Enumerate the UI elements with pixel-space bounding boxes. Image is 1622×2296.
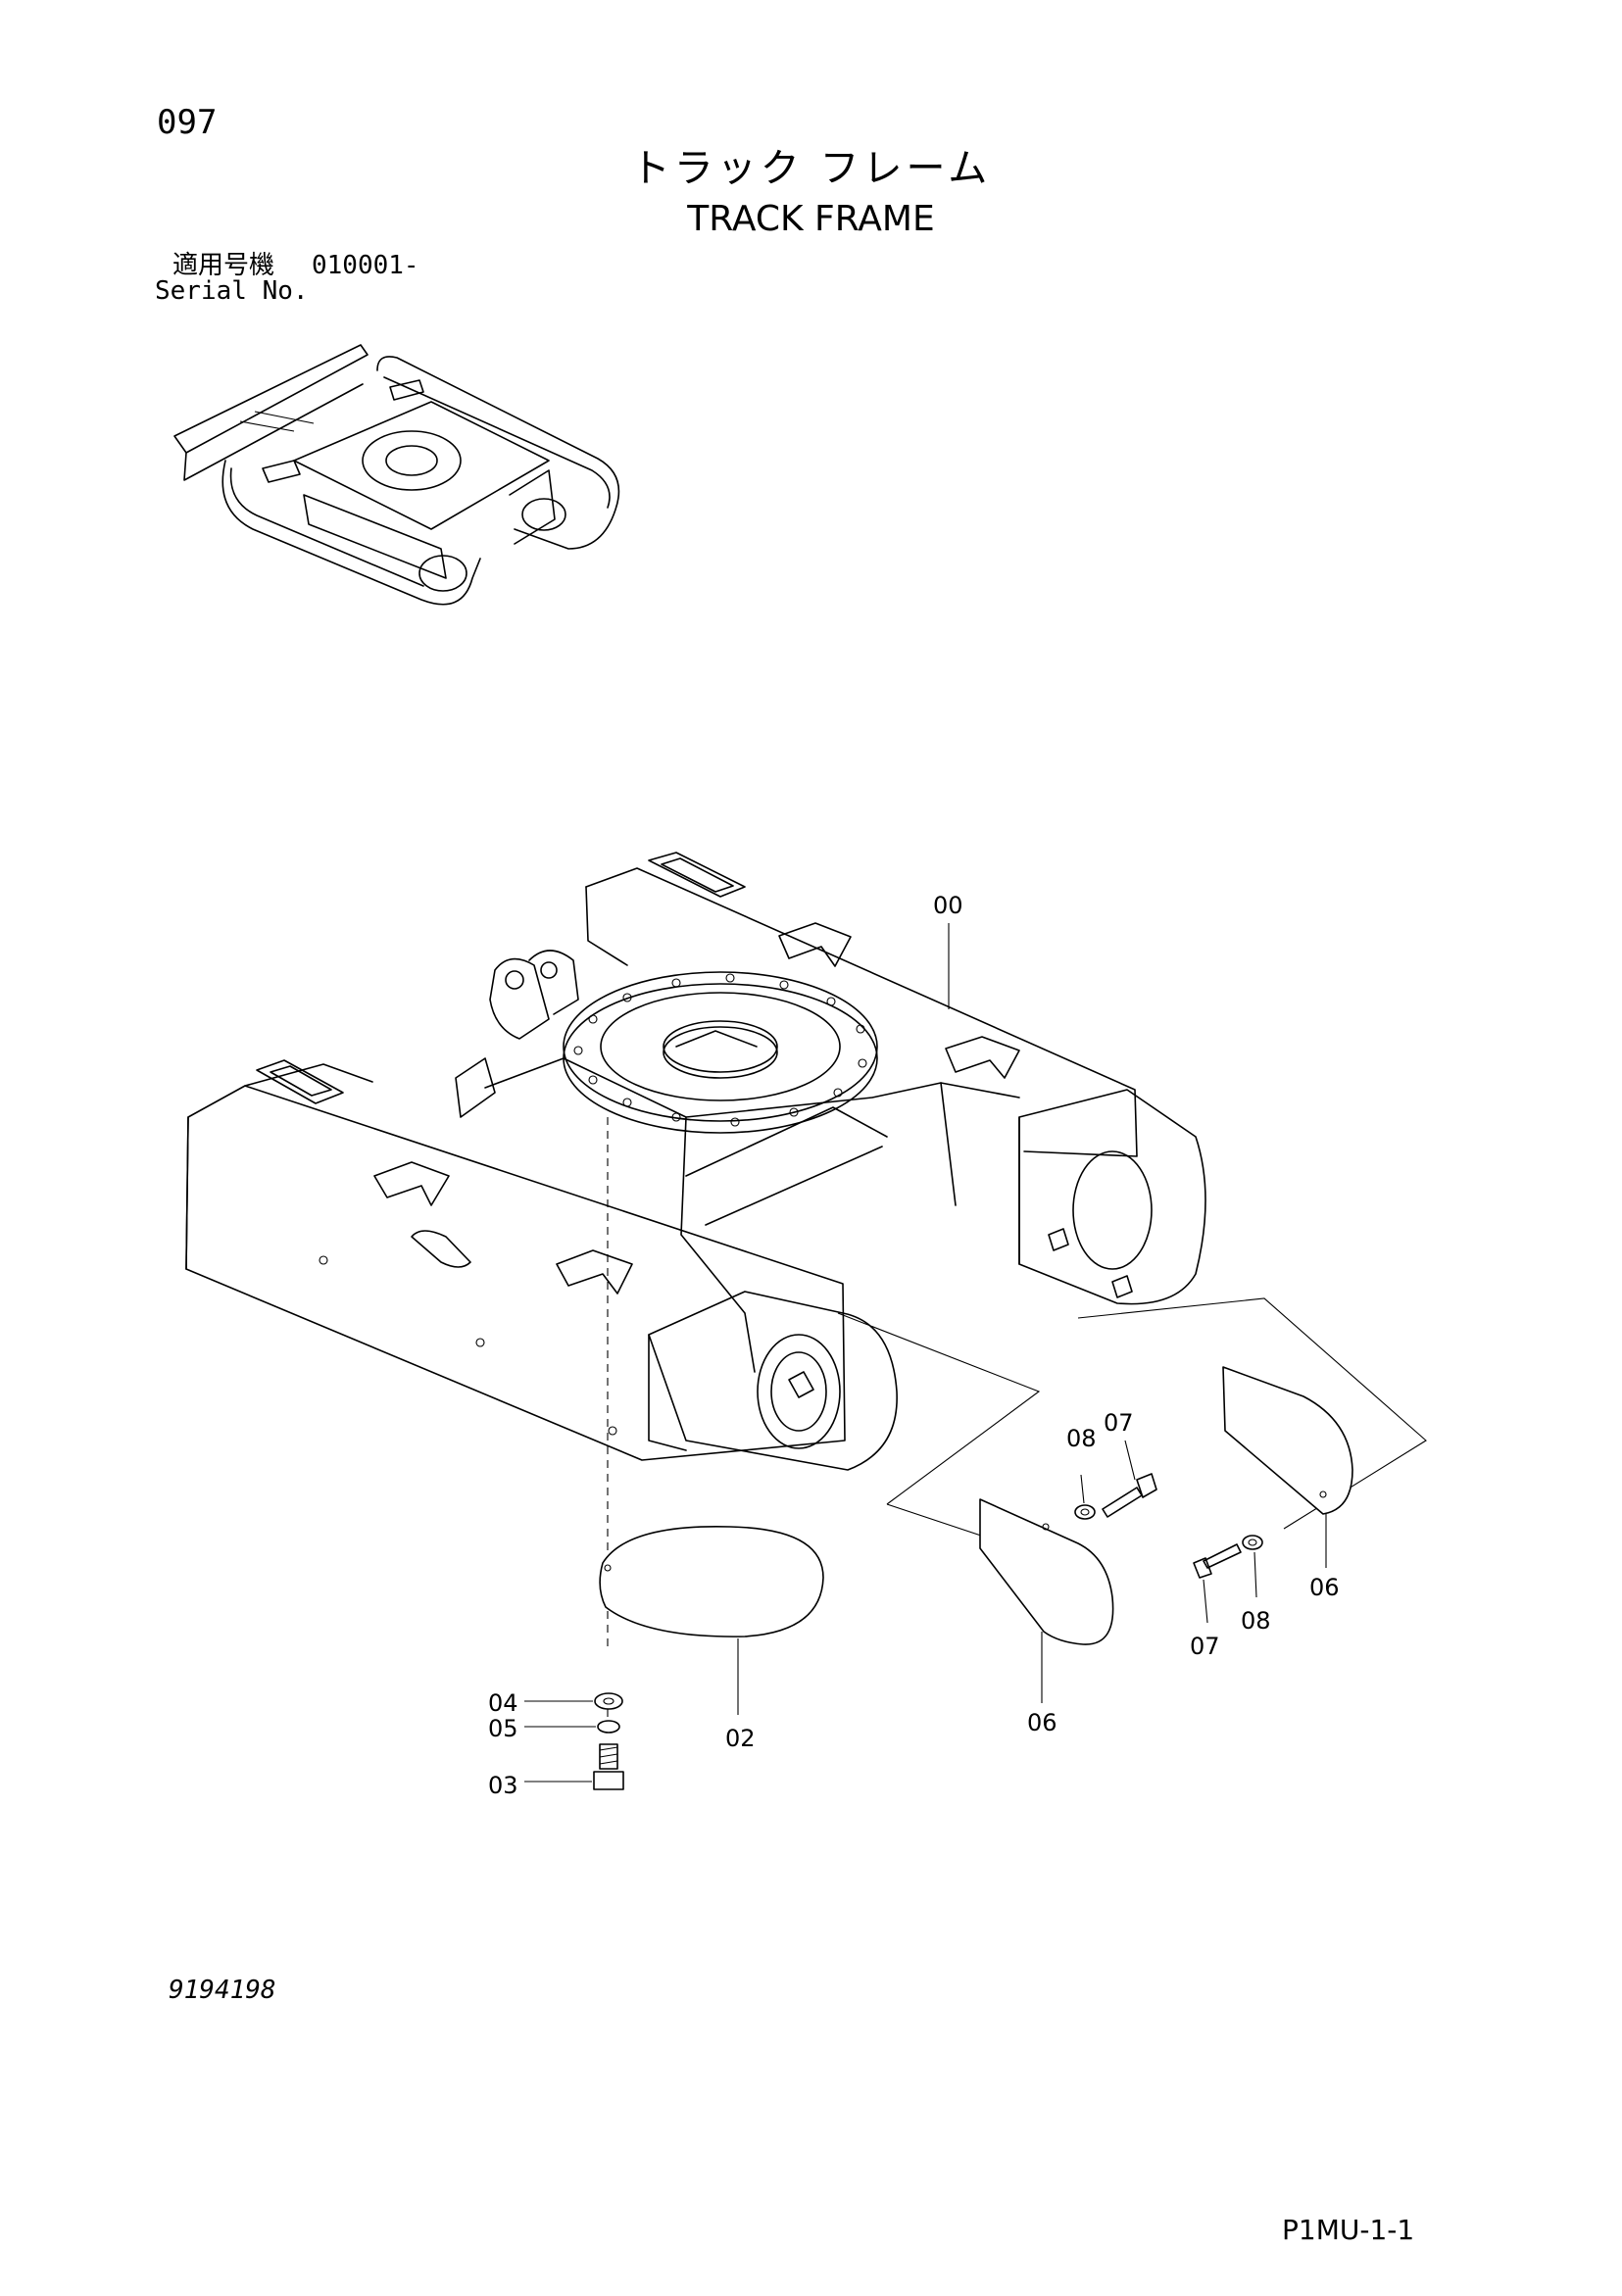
callout-08-upper: 08 xyxy=(1066,1425,1097,1452)
part-08-washer-lower xyxy=(1242,1535,1263,1550)
part-07-bolt-upper xyxy=(1102,1473,1157,1518)
part-04-washer xyxy=(594,1692,623,1710)
part-05-lock-washer xyxy=(597,1720,620,1734)
callout-leaders xyxy=(524,923,1327,1783)
serial-label-jp: 適用号機 xyxy=(172,251,275,280)
callout-02: 02 xyxy=(725,1725,756,1752)
serial-range: 010001- xyxy=(312,251,419,280)
drawing-number: 9194198 xyxy=(169,1976,276,2005)
track-frame-main xyxy=(185,852,1206,1471)
page-title-en: TRACK FRAME xyxy=(687,199,935,239)
callout-07-lower: 07 xyxy=(1190,1633,1220,1660)
callout-06-left: 06 xyxy=(1027,1709,1057,1736)
part-03-bolt xyxy=(593,1743,624,1790)
serial-label-en: Serial No. xyxy=(155,276,309,306)
callout-00: 00 xyxy=(933,892,963,919)
callout-08-lower: 08 xyxy=(1241,1607,1271,1635)
part-06-side-plate-left xyxy=(979,1498,1114,1645)
part-08-washer-upper xyxy=(1074,1504,1096,1520)
page-code: P1MU-1-1 xyxy=(1282,2214,1415,2246)
callout-04: 04 xyxy=(488,1689,518,1717)
callout-05: 05 xyxy=(488,1715,518,1742)
callout-07-upper: 07 xyxy=(1104,1409,1134,1437)
part-07-bolt-lower xyxy=(1193,1543,1242,1579)
callout-06-right: 06 xyxy=(1309,1574,1340,1601)
part-02-cover-plate xyxy=(599,1525,824,1637)
overview-thumbnail xyxy=(173,344,620,606)
page-number: 097 xyxy=(157,103,218,142)
part-06-side-plate-right xyxy=(1222,1366,1353,1515)
page-title-jp: トラック フレーム xyxy=(630,146,992,191)
callout-03: 03 xyxy=(488,1772,518,1799)
